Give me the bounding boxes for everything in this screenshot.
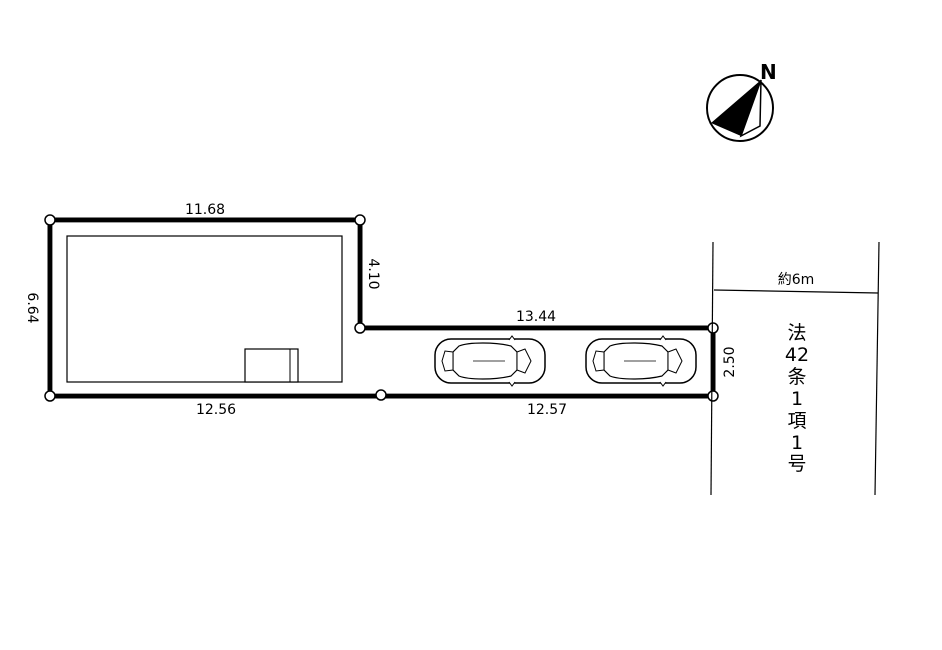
- dim-notch-vertical: 4.10: [365, 258, 381, 289]
- dim-bottom-right: 12.57: [527, 402, 567, 418]
- car-front-glass: [667, 348, 683, 374]
- building-porch: [244, 348, 299, 383]
- road-class-char: 法: [787, 322, 806, 344]
- road-class-char: 条: [787, 366, 806, 388]
- road-class-char: 1: [791, 388, 803, 410]
- road-width-label: 約6m: [778, 272, 815, 288]
- road-class-char: 号: [787, 453, 806, 475]
- road-edge-right: [874, 241, 880, 496]
- corner-marker-bottom-right: [707, 390, 719, 402]
- dim-left: 6.64: [24, 292, 40, 323]
- road-edge-left: [710, 241, 714, 496]
- road-class-char: 42: [785, 344, 809, 366]
- dim-top: 11.68: [185, 202, 225, 218]
- north-compass: N: [706, 60, 777, 142]
- dim-bottom-left: 12.56: [196, 402, 236, 418]
- corner-marker-top-notch: [354, 214, 366, 226]
- car-mirror-bottom: [659, 381, 667, 387]
- corner-marker-top-right: [707, 322, 719, 334]
- corner-marker-inner-notch: [354, 322, 366, 334]
- parked-car-1: [434, 335, 546, 387]
- road: 約6m 法 42 条 1 項 1 号: [710, 241, 880, 496]
- corner-marker-top-left: [44, 214, 56, 226]
- compass-north-label: N: [760, 60, 777, 84]
- compass-needle-filled: [711, 80, 761, 136]
- car-mirror-top: [659, 335, 667, 341]
- car-mirror-top: [508, 335, 516, 341]
- building-footprint: [66, 235, 343, 383]
- road-width-line: [713, 289, 879, 294]
- car-mirror-bottom: [508, 381, 516, 387]
- car-front-glass: [516, 348, 532, 374]
- road-class-char: 項: [787, 410, 806, 432]
- boundary-markers: [44, 214, 719, 402]
- parked-car-2: [585, 335, 697, 387]
- dim-driveway-top: 13.44: [516, 309, 556, 325]
- dim-right: 2.50: [722, 346, 738, 377]
- road-classification: 法 42 条 1 項 1 号: [785, 322, 809, 475]
- road-class-char: 1: [791, 432, 803, 454]
- car-rear-glass: [441, 350, 454, 372]
- compass-needle-outline: [739, 79, 762, 138]
- building-outline: [66, 235, 343, 383]
- corner-marker-bottom-mid: [375, 389, 387, 401]
- car-rear-glass: [592, 350, 605, 372]
- corner-marker-bottom-left: [44, 390, 56, 402]
